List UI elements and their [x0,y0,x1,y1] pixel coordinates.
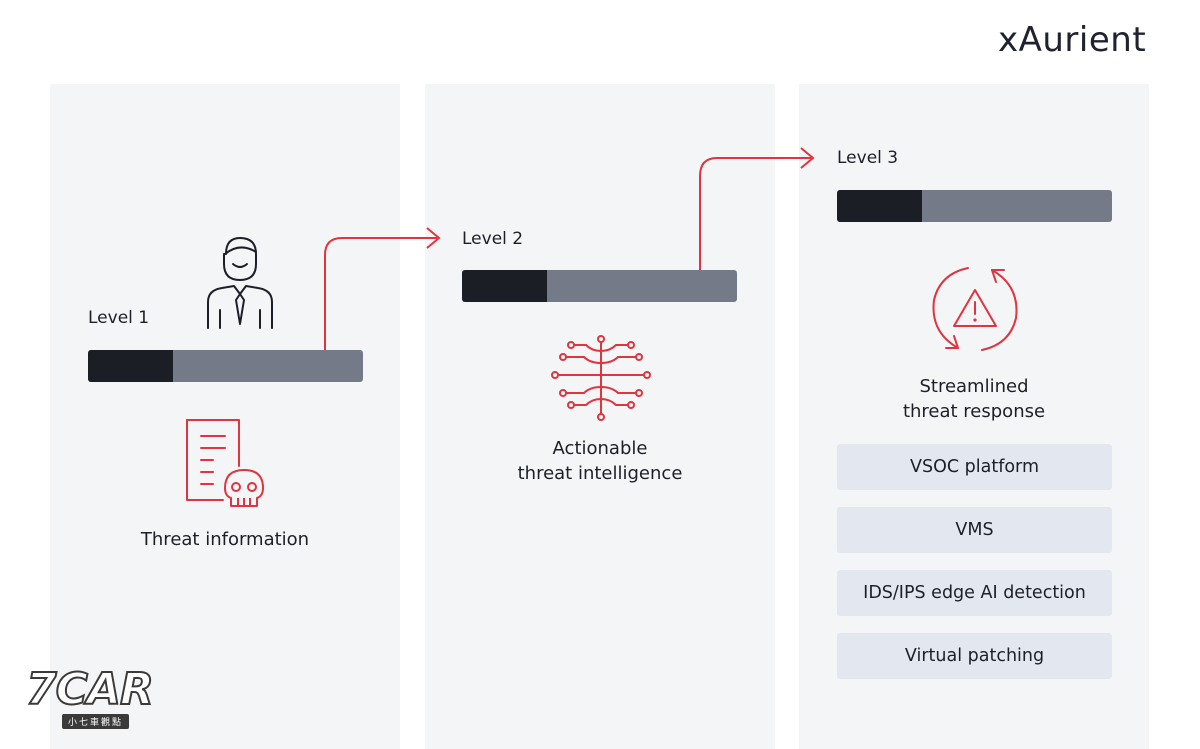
level-1-label: Level 1 [88,308,150,328]
level-3-caption: Streamlined threat response [854,374,1094,424]
brand-logo: xAurient [998,18,1188,62]
level-3-caption-line-1: Streamlined [919,376,1029,397]
level-1-bar [88,350,363,382]
level-3-bar [837,190,1112,222]
level-2-bar [462,270,737,302]
feature-ids-ips: IDS/IPS edge AI detection [837,570,1112,616]
level-2-caption-line-1: Actionable [552,438,648,459]
threat-document-icon [186,419,264,507]
feature-vms: VMS [837,507,1112,553]
arrowhead-level3 [800,147,815,169]
level-2-label: Level 2 [462,229,524,249]
arrow-level1-to-level2 [324,237,437,350]
level-2-caption: Actionable threat intelligence [480,436,720,486]
feature-vsoc-platform: VSOC platform [837,444,1112,490]
level-1-panel [50,84,400,749]
level-1-bar-fill [88,350,174,382]
feature-virtual-patching: Virtual patching [837,633,1112,679]
warning-cycle-icon [932,267,1018,351]
skull-icon [224,469,264,507]
watermark-logo: 7CAR 小七車觀點 [25,664,158,732]
watermark-main-text: 7CAR [25,664,155,715]
person-icon [207,237,273,329]
brand-logo-text: xAurient [998,20,1147,60]
level-2-bar-fill [462,270,548,302]
arrowhead-level2 [426,227,441,249]
level-1-caption: Threat information [140,529,310,550]
neural-tree-icon [551,335,651,421]
level-3-bar-fill [837,190,923,222]
level-3-caption-line-2: threat response [902,401,1046,422]
level-2-caption-line-2: threat intelligence [517,463,683,484]
watermark-sub-text: 小七車觀點 [62,714,130,729]
arrow-level2-to-level3 [699,157,811,270]
level-3-label: Level 3 [837,148,899,168]
